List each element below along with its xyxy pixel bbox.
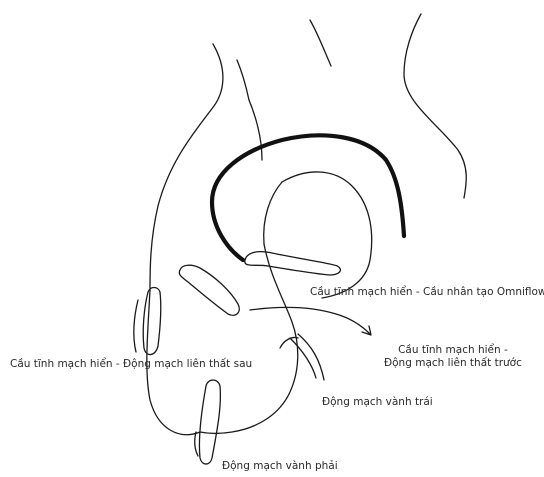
vessel-stub-top <box>310 20 331 66</box>
aorta-top-curve <box>237 60 249 100</box>
label-graft-svg-lad-line1: Cầu tĩnh mạch hiển - <box>384 344 522 357</box>
omniflow-graft-arc <box>212 135 404 260</box>
lad-arrow-line <box>250 307 370 334</box>
aorta-outline-left <box>150 44 223 290</box>
label-right-coronary: Động mạch vành phải <box>222 460 338 473</box>
label-graft-svg-omniflow: Cầu tĩnh mạch hiển - Cầu nhân tạo Omnifl… <box>310 286 544 299</box>
heart-inner-arc-left <box>264 182 282 244</box>
right-coronary-tube <box>199 380 220 464</box>
label-graft-svg-lad-line2: Động mạch liên thất trước <box>384 357 522 370</box>
label-left-coronary: Động mạch vành trái <box>322 396 433 409</box>
heart-right-contour <box>200 244 298 434</box>
label-graft-svg-lad: Cầu tĩnh mạch hiển - Động mạch liên thất… <box>384 344 522 370</box>
left-coronary-strand-1 <box>290 338 316 378</box>
svg-graft-omniflow-tube <box>245 252 341 275</box>
left-coronary-strand-2 <box>298 334 324 380</box>
heart-inner-contour <box>282 172 372 298</box>
svg-graft-pda-tube <box>143 288 161 355</box>
svg-graft-lad-tube <box>179 265 239 315</box>
pda-pointer <box>134 300 138 352</box>
right-coronary-pointer <box>195 432 198 456</box>
label-graft-svg-pda: Cầu tĩnh mạch hiển - Động mạch liên thất… <box>10 358 252 371</box>
pulmonary-outline-right <box>404 14 466 198</box>
